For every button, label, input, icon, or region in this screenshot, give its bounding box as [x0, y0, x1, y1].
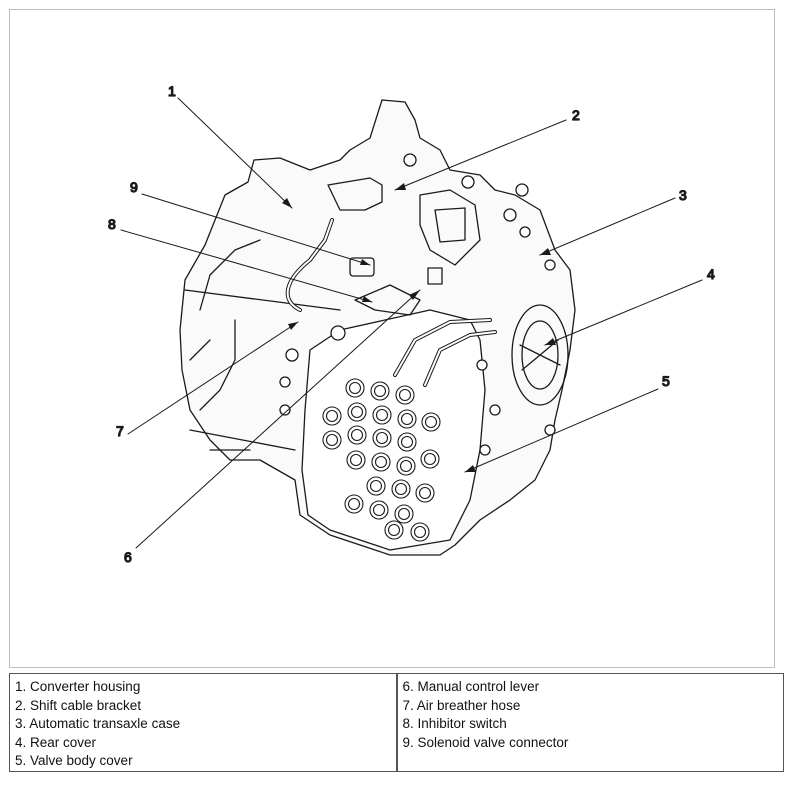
leader-lines [120, 97, 703, 549]
callout-5: 5 [662, 373, 670, 389]
callout-7: 7 [116, 423, 124, 439]
air-breather-hose-inner [286, 219, 333, 311]
legend-item-solenoid-valve-connector: 9. Solenoid valve connector [402, 734, 569, 750]
callout-3: 3 [679, 187, 687, 203]
legend-item-converter-housing: 1. Converter housing [15, 679, 141, 694]
callout-4: 4 [707, 266, 715, 282]
leader-line-5 [464, 388, 659, 473]
oil-pipe-inner [394, 319, 496, 386]
leader-line-9 [141, 193, 371, 266]
parts-legend: 1. Converter housing 2. Shift cable brac… [9, 673, 784, 772]
leader-line-7 [127, 321, 299, 435]
inhibitor-switch-shape [349, 257, 443, 316]
leader-line-3 [539, 197, 676, 256]
top-bracket-shape [419, 189, 481, 266]
converter-housing-shape [184, 239, 341, 451]
diagram-frame: 1 2 3 4 5 6 7 8 9 [9, 9, 775, 668]
transaxle-illustration: 1 2 3 4 5 6 7 8 9 [107, 82, 715, 565]
legend-item-air-breather-hose: 7. Air breather hose [402, 697, 521, 713]
valve-body-cover-shape [301, 309, 486, 551]
legend-column-left: 1. Converter housing 2. Shift cable brac… [10, 674, 396, 771]
legend-column-right: 6. Manual control lever 7. Air breather … [395, 674, 784, 771]
housing-bolts [279, 153, 556, 456]
callout-6: 6 [124, 549, 132, 565]
callout-1: 1 [168, 83, 176, 99]
leader-line-8 [120, 229, 373, 303]
callout-8: 8 [108, 216, 116, 232]
leader-arrowheads [282, 183, 556, 472]
callout-9: 9 [130, 179, 138, 195]
callout-2: 2 [572, 107, 580, 123]
leader-line-6 [135, 289, 421, 549]
leader-line-4 [544, 279, 703, 346]
valve-body-bolt-bosses [322, 378, 441, 542]
legend-item-rear-cover: 4. Rear cover [15, 734, 97, 750]
legend-item-automatic-transaxle-case: 3. Automatic transaxle case [15, 716, 181, 732]
leader-line-1 [177, 97, 293, 209]
leader-line-2 [394, 119, 567, 191]
legend-item-shift-cable-bracket: 2. Shift cable bracket [15, 697, 142, 713]
legend-item-valve-body-cover: 5. Valve body cover [15, 753, 133, 769]
shift-cable-bracket-shape [327, 177, 383, 211]
legend-item-manual-control-lever: 6. Manual control lever [402, 679, 540, 694]
legend-item-inhibitor-switch: 8. Inhibitor switch [402, 716, 507, 732]
